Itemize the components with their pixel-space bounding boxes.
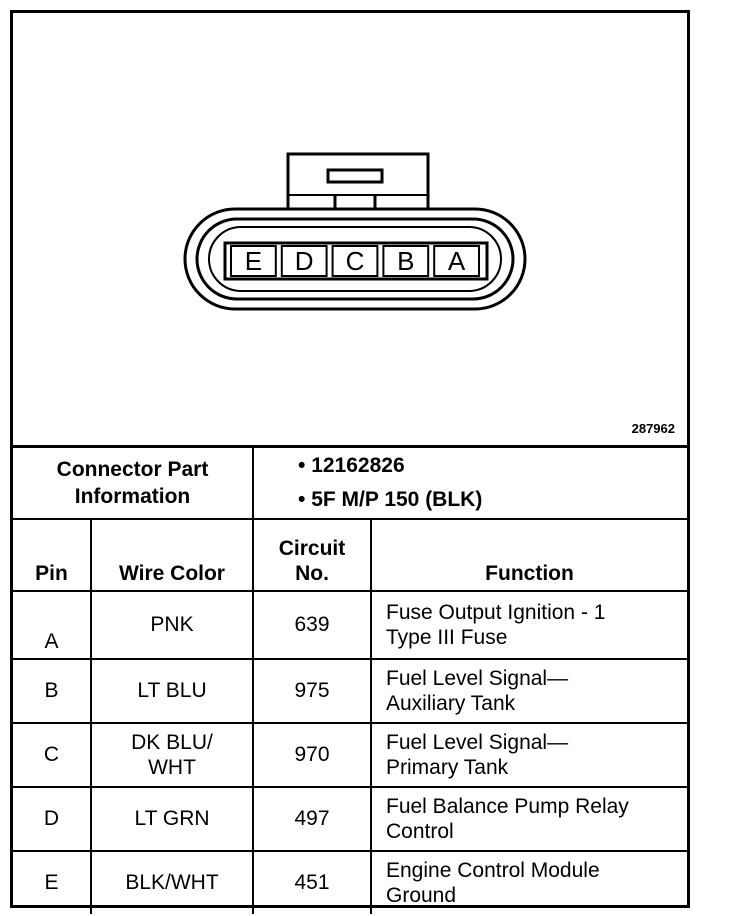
function-cell: Fuel Level Signal— Auxiliary Tank <box>370 658 687 724</box>
latch-tab <box>326 168 384 184</box>
circuit-cell: 451 <box>252 850 372 914</box>
header-wire-color: Wire Color <box>90 518 254 592</box>
connector-info-row: Connector Part Information 12162826 5F M… <box>13 448 687 520</box>
circuit-cell: 970 <box>252 722 372 788</box>
wire-color-cell: DK BLU/ WHT <box>90 722 254 788</box>
pin-label: A <box>448 246 466 276</box>
function-cell: Fuel Level Signal— Primary Tank <box>370 722 687 788</box>
pin-cell: C <box>13 722 92 788</box>
wire-color-cell: PNK <box>90 590 254 660</box>
wire-color-cell: LT GRN <box>90 786 254 852</box>
pin-cell: B <box>13 658 92 724</box>
pin-cavity <box>433 245 481 277</box>
pin-cavity <box>382 245 430 277</box>
wire-color-cell: BLK/WHT <box>90 850 254 914</box>
circuit-cell: 975 <box>252 658 372 724</box>
function-cell: Fuse Output Ignition - 1 Type III Fuse <box>370 590 687 660</box>
pin-cell: A <box>13 590 92 660</box>
pin-cavity <box>230 245 277 277</box>
wire-color-cell: LT BLU <box>90 658 254 724</box>
connector-inner-ring <box>195 217 515 301</box>
table-row: C DK BLU/ WHT 970 Fuel Level Signal— Pri… <box>13 722 687 788</box>
pin-cell: D <box>13 786 92 852</box>
figure-id: 287962 <box>631 421 675 436</box>
pin-label: C <box>346 246 365 276</box>
pin-label: B <box>397 246 414 276</box>
table-row: B LT BLU 975 Fuel Level Signal— Auxiliar… <box>13 658 687 724</box>
pin-label: D <box>295 246 314 276</box>
header-pin: Pin <box>13 518 92 592</box>
header-circuit: Circuit No. <box>252 518 372 592</box>
connector-diagram: E D C B A 287962 <box>13 13 687 448</box>
header-function: Function <box>370 518 687 592</box>
table-row: A PNK 639 Fuse Output Ignition - 1 Type … <box>13 590 687 660</box>
pin-cavity <box>331 245 379 277</box>
pin-cavity <box>280 245 328 277</box>
table-row: D LT GRN 497 Fuel Balance Pump Relay Con… <box>13 786 687 852</box>
circuit-cell: 497 <box>252 786 372 852</box>
connector-info-label: Connector Part Information <box>13 448 254 520</box>
part-number: 12162826 <box>298 449 687 483</box>
header-row: Pin Wire Color Circuit No. Function <box>13 518 687 592</box>
function-cell: Fuel Balance Pump Relay Control <box>370 786 687 852</box>
function-cell: Engine Control Module Ground <box>370 850 687 914</box>
connector-info-values: 12162826 5F M/P 150 (BLK) <box>252 448 687 520</box>
pin-label: E <box>245 246 262 276</box>
table-row: E BLK/WHT 451 Engine Control Module Grou… <box>13 850 687 914</box>
circuit-cell: 639 <box>252 590 372 660</box>
pinout-table: Connector Part Information 12162826 5F M… <box>13 448 687 914</box>
pin-cell: E <box>13 850 92 914</box>
part-description: 5F M/P 150 (BLK) <box>298 483 687 517</box>
